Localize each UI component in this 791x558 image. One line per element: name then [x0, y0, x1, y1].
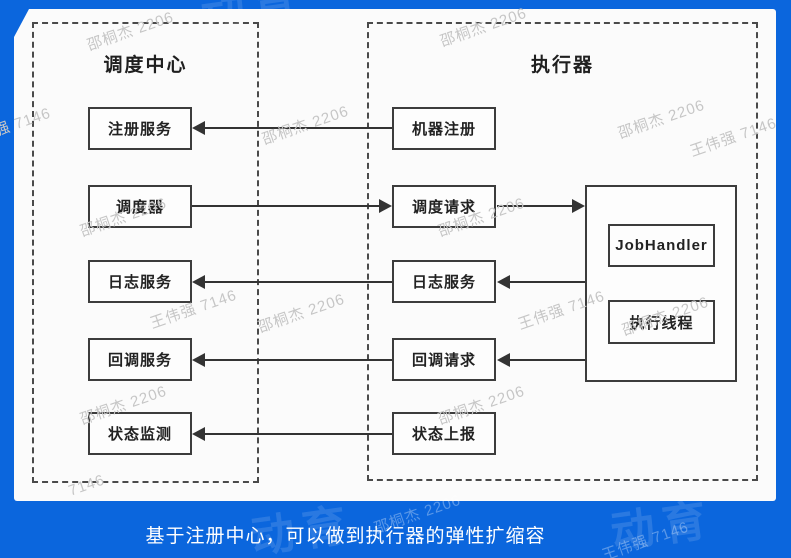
- box-scheduler: 调度器: [88, 185, 192, 228]
- thread-container: [585, 185, 737, 382]
- arrow-scheduler-to-dispatch-request: [192, 199, 392, 213]
- box-status-monitor: 状态监测: [88, 412, 192, 455]
- box-callback-service: 回调服务: [88, 338, 192, 381]
- box-exec-thread: 执行线程: [608, 300, 715, 344]
- box-log-service-center: 日志服务: [88, 260, 192, 303]
- box-register-service: 注册服务: [88, 107, 192, 150]
- scheduler-center-title: 调度中心: [103, 55, 188, 76]
- box-callback-request: 回调请求: [392, 338, 496, 381]
- box-jobhandler: JobHandler: [608, 224, 715, 267]
- executor-title: 执行器: [530, 55, 594, 76]
- executor-group: 执行器: [367, 22, 758, 481]
- corner-decoration: [14, 9, 29, 37]
- caption-text: 基于注册中心，可以做到执行器的弹性扩缩容: [145, 526, 546, 547]
- arrow-log-service-executor-to-log-service-center: [192, 275, 392, 289]
- box-dispatch-request: 调度请求: [392, 185, 496, 228]
- arrow-thread-container-to-log-service-executor: [497, 275, 585, 289]
- scheduler-center-group: 调度中心: [32, 22, 259, 483]
- arrow-dispatch-request-to-thread-container: [497, 199, 585, 213]
- arrow-machine-register-to-register-service: [192, 121, 392, 135]
- arrow-status-report-to-status-monitor: [192, 427, 392, 441]
- box-machine-register: 机器注册: [392, 107, 496, 150]
- arrow-thread-container-to-callback-request: [497, 353, 585, 367]
- arrow-callback-request-to-callback-service: [192, 353, 392, 367]
- box-status-report: 状态上报: [392, 412, 496, 455]
- box-log-service-executor: 日志服务: [392, 260, 496, 303]
